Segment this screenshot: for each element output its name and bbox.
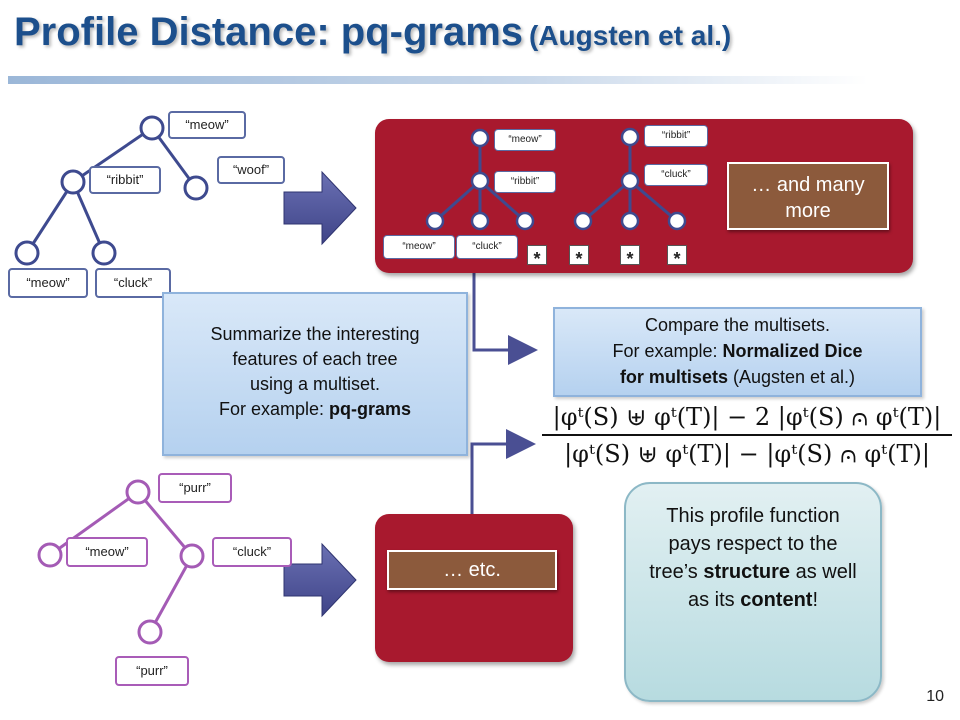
title-underline bbox=[8, 76, 868, 84]
connector-bottom bbox=[470, 429, 536, 514]
title-citation: (Augsten et al.) bbox=[529, 20, 732, 51]
formula-fraction-bar bbox=[542, 434, 952, 436]
tree-1-nodes bbox=[14, 115, 209, 266]
gram1-mid-label: “ribbit” bbox=[494, 171, 556, 193]
summary-line-4: For example: pq-grams bbox=[164, 397, 466, 422]
page-number: 10 bbox=[926, 688, 944, 705]
dice-formula: |φᵗ(S) ⊎ φᵗ(T)| − 2 |φᵗ(S) ⩀ φᵗ(T)| |φᵗ(… bbox=[538, 400, 956, 472]
and-many-more-box: … and many more bbox=[727, 162, 889, 230]
compare-line-3-suffix: (Augsten et al.) bbox=[727, 367, 856, 387]
tree-2 bbox=[49, 490, 194, 633]
gram2-mid-label: “cluck” bbox=[644, 164, 708, 186]
summary-line-2: features of each tree bbox=[232, 349, 398, 369]
tree-2-leaf-node bbox=[137, 619, 163, 645]
connector-top bbox=[472, 272, 538, 365]
compare-line-2: For example: Normalized Dice bbox=[555, 338, 920, 364]
tree-2-root-label: “purr” bbox=[158, 473, 232, 503]
formula-denominator: |φᵗ(S) ⊎ φᵗ(T)| − |φᵗ(S) ⩀ φᵗ(T)| bbox=[564, 440, 930, 468]
gram1-leaf2-label: “cluck” bbox=[456, 235, 518, 259]
tree-1-root-node bbox=[139, 115, 165, 141]
profile-note: This profile function pays respect to th… bbox=[624, 482, 882, 702]
note-text-1: This profile function pays respect to th… bbox=[649, 505, 840, 583]
gram1-star: * bbox=[527, 245, 547, 269]
gram2-star-3: * bbox=[667, 245, 687, 269]
tree-1-root-label: “meow” bbox=[168, 111, 246, 139]
tree-1-right-node bbox=[183, 175, 209, 201]
pq-gram-panel: “meow” “ribbit” “meow” “cluck” * “ribbit… bbox=[375, 119, 913, 273]
tree-1-left-label: “ribbit” bbox=[89, 166, 161, 194]
gram2-star-1: * bbox=[569, 245, 589, 269]
title-main: Profile Distance: pq-grams bbox=[14, 10, 524, 54]
tree-1-leaf1-node bbox=[14, 240, 40, 266]
gram1-leaf1-label: “meow” bbox=[383, 235, 455, 259]
gram2-root-label: “ribbit” bbox=[644, 125, 708, 147]
summary-box: Summarize the interesting features of ea… bbox=[162, 292, 468, 456]
summary-line-3: using a multiset. bbox=[249, 374, 381, 394]
summary-line-4-prefix: For example: bbox=[218, 399, 330, 419]
gram1-root-label: “meow” bbox=[494, 129, 556, 151]
formula-numerator: |φᵗ(S) ⊎ φᵗ(T)| − 2 |φᵗ(S) ⩀ φᵗ(T)| bbox=[552, 403, 942, 431]
pq-gram-trees bbox=[425, 127, 687, 231]
tree-1-left-node bbox=[60, 169, 86, 195]
note-text-3: ! bbox=[812, 589, 819, 611]
tree-1 bbox=[25, 126, 198, 254]
tree-2-leaf-label: “purr” bbox=[115, 656, 189, 686]
tree-1-leaf2-label: “cluck” bbox=[95, 268, 171, 298]
compare-line-1: Compare the multisets. bbox=[644, 315, 831, 335]
compare-line-3: for multisets (Augsten et al.) bbox=[555, 364, 920, 390]
etc-panel: … etc. bbox=[375, 514, 573, 662]
note-content: content bbox=[740, 589, 813, 611]
gram2-star-2: * bbox=[620, 245, 640, 269]
etc-box: … etc. bbox=[387, 550, 557, 590]
note-text-2: as well as its bbox=[687, 561, 857, 611]
tree-2-right-node bbox=[179, 543, 205, 569]
tree-2-right-label: “cluck” bbox=[212, 537, 292, 567]
compare-line-2-prefix: For example: bbox=[612, 341, 723, 361]
tree-1-leaf2-node bbox=[91, 240, 117, 266]
tree-1-leaf1-label: “meow” bbox=[8, 268, 88, 298]
summary-line-1: Summarize the interesting bbox=[210, 324, 420, 344]
compare-dice: Normalized Dice bbox=[722, 341, 863, 361]
tree-2-left-node bbox=[37, 542, 63, 568]
block-arrow-top bbox=[283, 170, 357, 246]
compare-box: Compare the multisets. For example: Norm… bbox=[553, 307, 922, 397]
note-structure: structure bbox=[703, 561, 791, 583]
tree-2-root-node bbox=[125, 479, 151, 505]
tree-2-nodes bbox=[37, 479, 205, 645]
tree-1-right-label: “woof” bbox=[217, 156, 285, 184]
slide-title: Profile Distance: pq-grams(Augsten et al… bbox=[14, 10, 731, 55]
compare-multisets: for multisets bbox=[619, 367, 728, 387]
block-arrow-bottom bbox=[283, 542, 357, 618]
summary-pq-grams: pq-grams bbox=[329, 399, 412, 419]
tree-2-left-label: “meow” bbox=[66, 537, 148, 567]
